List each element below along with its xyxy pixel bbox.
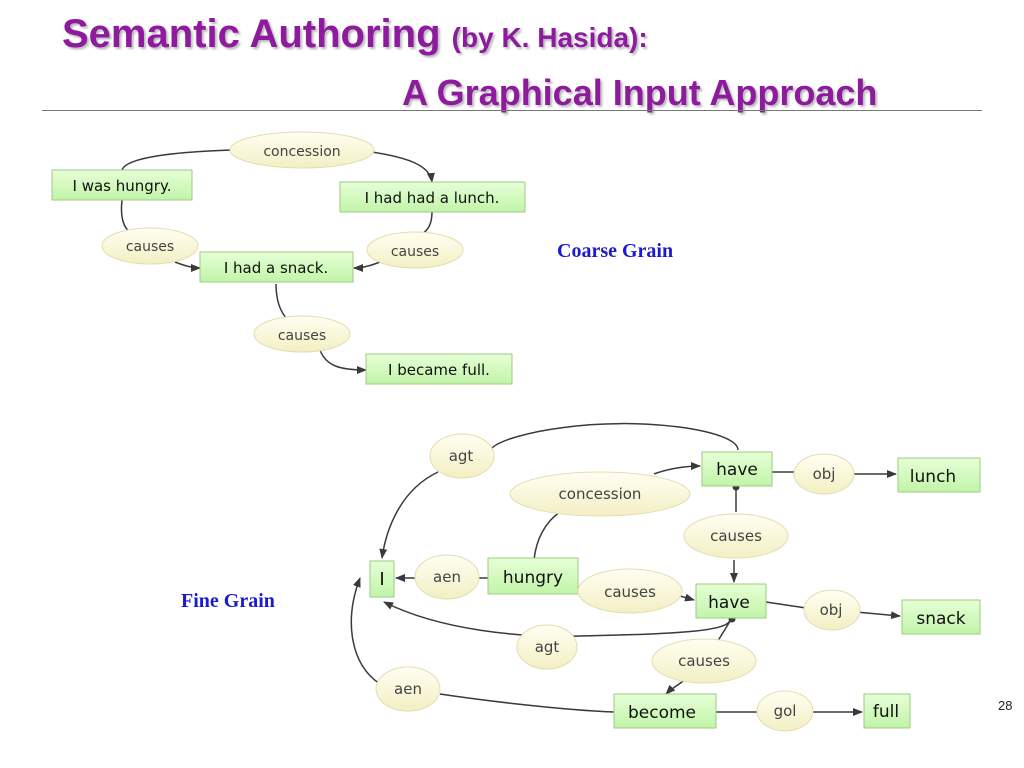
edge-have2-agt [383,601,731,638]
coarse-node-lunch: I had had a lunch. [339,181,526,213]
coarse-relation-causes-3: causes [253,315,351,353]
fine-relation-causes-1: causes [683,513,789,559]
fine-node-snack: snack [901,599,981,635]
edge-obj-snack [855,611,901,620]
fine-node-have-2-label: have [708,593,750,613]
fine-node-snack-label: snack [916,609,965,629]
coarse-grain-label: Coarse Grain [557,240,674,262]
fine-relation-gol-label: gol [774,702,797,720]
edge-concession-lunch [371,151,435,183]
edge-causes-full [319,349,367,374]
coarse-node-full: I became full. [365,353,513,385]
edge-causes-snack-right [353,261,381,272]
title-divider [42,110,982,111]
coarse-relation-causes-1-label: causes [126,239,174,255]
fine-relation-agt-1: agt [429,433,495,479]
edge-hungry-causes [120,199,131,233]
coarse-relation-causes-1: causes [101,227,199,265]
title-main: Semantic Authoring [62,12,441,56]
fine-node-have-1: have [701,451,773,487]
fine-relation-aen-1: aen [414,554,480,600]
coarse-relation-concession: concession [229,131,375,169]
fine-node-hungry-label: hungry [503,568,563,588]
fine-relation-gol: gol [756,690,814,732]
coarse-node-snack: I had a snack. [199,251,354,283]
coarse-node-lunch-label: I had had a lunch. [365,189,500,207]
fine-relation-causes-3-label: causes [678,652,730,670]
fine-relation-obj-2-label: obj [820,601,843,619]
fine-relation-aen-1-label: aen [433,568,461,586]
fine-node-have-1-label: have [716,460,758,480]
fine-node-become: become [613,693,717,729]
coarse-relation-causes-2-label: causes [391,244,439,260]
edge-agt-I [379,471,439,559]
fine-relation-causes-1-label: causes [710,527,762,545]
fine-relation-agt-2: agt [516,624,578,670]
fine-relation-obj-1-label: obj [813,465,836,483]
fine-node-I-label: I [379,569,384,590]
fine-node-lunch-label: lunch [910,467,956,487]
coarse-node-hungry-label: I was hungry. [73,177,172,195]
edge-become-aen [439,693,615,713]
title-byline: (by K. Hasida): [451,22,648,53]
fine-node-become-label: become [628,703,696,723]
fine-node-hungry: hungry [487,557,579,595]
slide-subtitle: A Graphical Input Approach [402,72,878,113]
coarse-relation-causes-3-label: causes [278,328,326,344]
fine-relation-concession: concession [509,471,691,517]
edge-aen-I-left [350,577,381,685]
fine-relation-obj-1: obj [793,453,855,495]
fine-node-lunch: lunch [897,457,981,493]
edge-concession-have1 [653,462,701,475]
fine-relation-aen-2: aen [375,666,441,712]
coarse-node-full-label: I became full. [388,361,490,379]
edge-have2-obj [765,601,807,609]
fine-relation-aen-2-label: aen [394,680,422,698]
fine-relation-causes-2-label: causes [604,583,656,601]
coarse-node-hungry: I was hungry. [51,169,193,201]
fine-relation-obj-2: obj [803,589,861,631]
fine-node-have-2: have [695,583,767,619]
fine-relation-concession-label: concession [559,485,642,503]
coarse-relation-causes-2: causes [366,231,464,269]
fine-grain-label: Fine Grain [181,590,275,612]
coarse-relation-concession-label: concession [263,144,340,160]
fine-relation-causes-3: causes [651,638,757,684]
edge-have1-agt [491,422,739,451]
fine-relation-causes-2: causes [577,568,683,614]
fine-relation-agt-1-label: agt [449,447,474,465]
fine-node-full: full [863,693,911,729]
edge-causes-snack [174,261,201,272]
fine-node-I: I [369,560,395,598]
edge-hungry-concession [121,149,233,171]
edge-snack-causes [275,283,289,321]
slide-title: Semantic Authoring (by K. Hasida): [62,12,648,57]
edge-causes-have2-mid [679,593,695,602]
edge-lunch-causes [421,211,433,235]
fine-relation-agt-2-label: agt [535,638,560,656]
page-number: 28 [998,698,1013,713]
edge-concession-hungry [533,511,561,561]
fine-node-full-label: full [873,702,899,722]
coarse-node-snack-label: I had a snack. [224,259,328,277]
